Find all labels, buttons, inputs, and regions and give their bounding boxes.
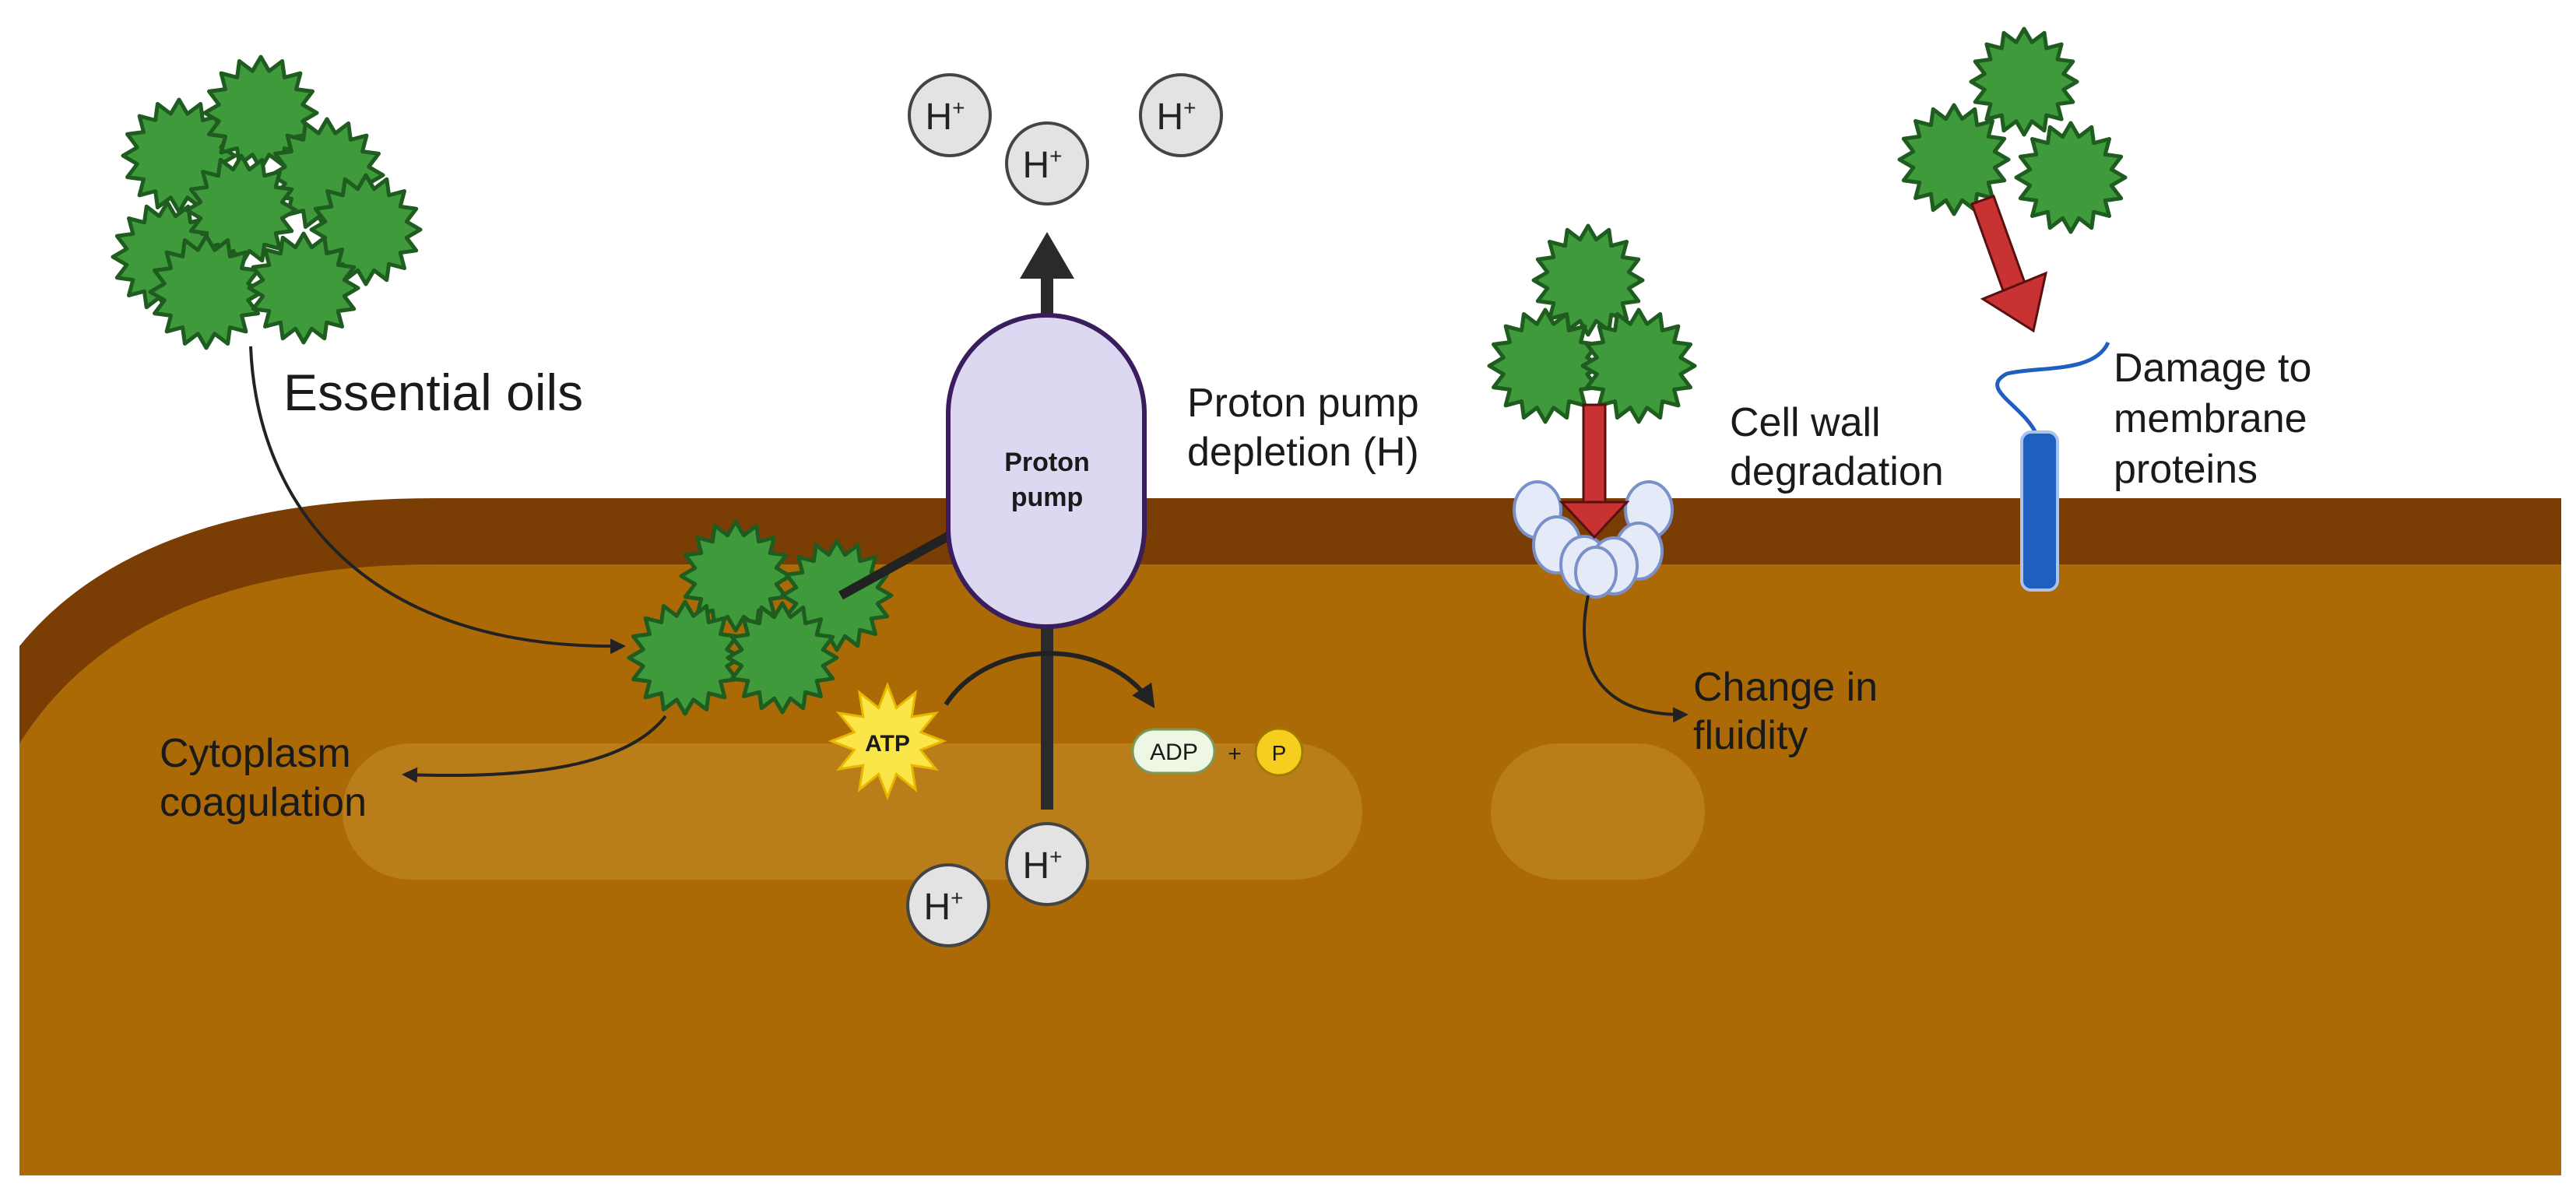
svg-text:H+: H+ [1156, 96, 1196, 138]
degraded-wall-vesicles [1513, 480, 1674, 599]
adp-label: ADP [1150, 740, 1198, 765]
cytoplasm-coagulation-label-line1: Cytoplasm [160, 731, 351, 776]
proton-pump-body [946, 313, 1147, 629]
atp-label: ATP [865, 731, 910, 757]
plus-sign: + [1228, 741, 1242, 767]
essential-oil-molecule [2014, 121, 2128, 234]
change-in-fluidity-label-line1: Change in [1693, 665, 1878, 710]
damage-label-line2: membrane [2114, 396, 2307, 441]
damage-label-line3: proteins [2114, 447, 2258, 492]
protein-tail [1995, 341, 2110, 437]
cytoplasm-coagulation-label-line2: coagulation [160, 780, 367, 825]
hydrogen-ion: H+ [1005, 121, 1089, 206]
phosphate-circle [1254, 727, 1304, 777]
hydrogen-ion: H+ [1139, 73, 1223, 157]
hydrogen-ion: H+ [908, 73, 992, 157]
protein-body [2020, 430, 2059, 592]
adp-phosphate: ADP + P [1131, 727, 1304, 777]
pump-export-arrowhead [1020, 232, 1074, 279]
cell-wall-degradation-label-line2: degradation [1730, 449, 1944, 494]
proton-pump: Proton pump [946, 232, 1147, 810]
essential-oil-molecule [1897, 103, 2011, 216]
fluidity-arrow [1583, 595, 1689, 723]
essential-oil-clusters [111, 26, 2128, 716]
essential-oil-molecule [1580, 307, 1697, 424]
atp-to-adp-arrow [944, 651, 1155, 708]
membrane-protein-red-arrow [1970, 195, 2048, 333]
essential-oil-molecule [148, 234, 265, 350]
cytoplasm-inner-band [343, 743, 1362, 880]
phosphate-label: P [1272, 741, 1287, 765]
svg-text:H+: H+ [923, 886, 963, 928]
cytoplasm-inner-band-small [1491, 743, 1705, 880]
essential-oil-molecule [679, 519, 792, 633]
proton-pump-depletion-label-line2: depletion (H) [1187, 430, 1419, 475]
essential-oil-molecule [726, 601, 839, 715]
change-in-fluidity-label-line2: fluidity [1693, 713, 1808, 758]
proton-pump-depletion-label-line1: Proton pump [1187, 381, 1419, 426]
svg-text:H+: H+ [1022, 845, 1062, 887]
cell-wall-degradation-label-line1: Cell wall [1730, 400, 1881, 445]
cell-wall-red-arrow [1559, 403, 1630, 539]
damage-label-line1: Damage to [2114, 346, 2311, 391]
essential-oils-label: Essential oils [283, 364, 583, 421]
essential-oil-molecule [247, 231, 360, 345]
essential-oil-molecule [627, 599, 743, 716]
essential-oil-molecule [1969, 26, 2079, 137]
hydrogen-ion: H+ [906, 863, 990, 947]
oil-entry-arrow [249, 346, 626, 655]
proton-pump-label-line2: pump [1011, 483, 1084, 512]
atp-molecule: ATP [828, 681, 947, 801]
svg-text:H+: H+ [925, 96, 965, 138]
hydrogen-ions: H+ H+ H+ H+ H+ [906, 73, 1223, 947]
hydrogen-ion: H+ [1005, 822, 1089, 906]
atp-burst-shape [828, 681, 947, 801]
membrane-protein [1995, 341, 2110, 592]
coagulation-arrow [402, 715, 667, 783]
adp-shape [1131, 728, 1216, 775]
proton-pump-label-line1: Proton [1004, 448, 1090, 477]
svg-text:H+: H+ [1022, 144, 1062, 186]
essential-oil-molecule [1531, 223, 1645, 337]
